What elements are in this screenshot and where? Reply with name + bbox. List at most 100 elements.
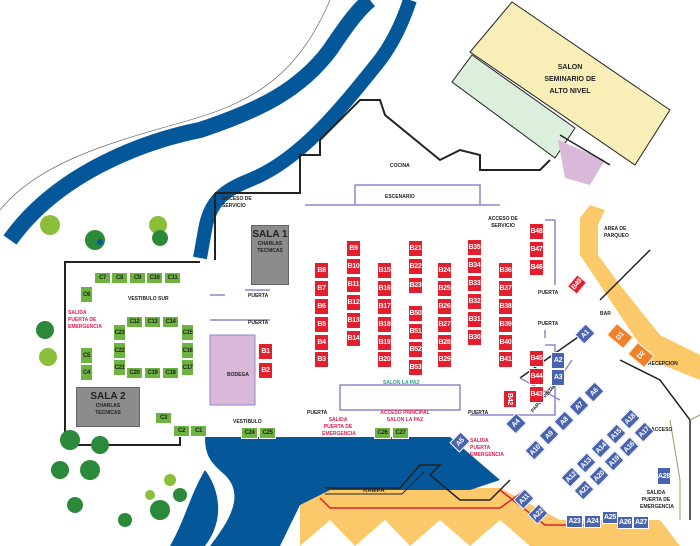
booth-c16[interactable]: C16 bbox=[181, 342, 194, 359]
booth-b15[interactable]: B15 bbox=[377, 262, 392, 279]
booth-c1[interactable]: C1 bbox=[190, 425, 207, 437]
booth-c6[interactable]: C6 bbox=[80, 286, 93, 303]
booth-b45[interactable]: B45 bbox=[529, 350, 544, 367]
booth-b7[interactable]: B7 bbox=[314, 280, 329, 297]
booth-c13[interactable]: C13 bbox=[144, 316, 161, 328]
booth-b13[interactable]: B13 bbox=[346, 312, 361, 329]
booth-b47[interactable]: B47 bbox=[529, 241, 544, 258]
booth-b38[interactable]: B38 bbox=[498, 298, 513, 315]
sala-1-room[interactable]: SALA 1 CHARLAS TECNICAS bbox=[251, 225, 289, 285]
booth-b24[interactable]: B24 bbox=[437, 262, 452, 279]
booth-b14[interactable]: B14 bbox=[346, 330, 361, 347]
booth-c11[interactable]: C11 bbox=[164, 272, 181, 284]
booth-b3[interactable]: B3 bbox=[314, 351, 329, 368]
puerta-label: PUERTA bbox=[248, 293, 269, 299]
booth-b32[interactable]: B32 bbox=[467, 293, 482, 310]
booth-c10[interactable]: C10 bbox=[146, 272, 163, 284]
booth-c5[interactable]: C5 bbox=[80, 347, 93, 364]
booth-b43[interactable]: B43 bbox=[529, 386, 544, 403]
booth-b22[interactable]: B22 bbox=[408, 258, 423, 275]
vestibulo-sur-label: VESTIBULO SUR bbox=[128, 296, 169, 302]
booth-b44[interactable]: B44 bbox=[529, 368, 544, 385]
booth-b2[interactable]: B2 bbox=[258, 362, 273, 379]
booth-b23[interactable]: B23 bbox=[408, 277, 423, 294]
booth-b27[interactable]: B27 bbox=[437, 316, 452, 333]
booth-c20[interactable]: C20 bbox=[126, 367, 143, 379]
booth-c18[interactable]: C18 bbox=[162, 367, 179, 379]
booth-b19[interactable]: B19 bbox=[377, 334, 392, 351]
booth-c8[interactable]: C8 bbox=[111, 272, 128, 284]
booth-b36[interactable]: B36 bbox=[498, 262, 513, 279]
booth-b28[interactable]: B28 bbox=[437, 334, 452, 351]
booth-b10[interactable]: B10 bbox=[346, 258, 361, 275]
booth-b37[interactable]: B37 bbox=[498, 280, 513, 297]
booth-c3[interactable]: C3 bbox=[155, 412, 172, 424]
booth-b30[interactable]: B30 bbox=[467, 329, 482, 346]
salida-emergencia-label: SALIDA PUERTA EMERGENCIA bbox=[470, 438, 504, 458]
sala-2-room[interactable]: SALA 2 CHARLAS TECNICAS bbox=[76, 387, 140, 427]
seminario-line-2: SEMINARIO DE bbox=[544, 76, 596, 83]
booth-b35[interactable]: B35 bbox=[467, 239, 482, 256]
booth-b48[interactable]: B48 bbox=[529, 223, 544, 240]
booth-b6[interactable]: B6 bbox=[314, 298, 329, 315]
booth-c7[interactable]: C7 bbox=[94, 272, 111, 284]
booth-c26[interactable]: C26 bbox=[374, 427, 391, 439]
booth-c21[interactable]: C21 bbox=[113, 359, 126, 376]
booth-b34[interactable]: B34 bbox=[467, 257, 482, 274]
cocina-label: COCINA bbox=[390, 163, 410, 169]
booth-c19[interactable]: C19 bbox=[144, 367, 161, 379]
booth-c22[interactable]: C22 bbox=[113, 342, 126, 359]
booth-c15[interactable]: C15 bbox=[181, 324, 194, 341]
booth-b18[interactable]: B18 bbox=[377, 316, 392, 333]
booth-b39[interactable]: B39 bbox=[498, 316, 513, 333]
booth-c12[interactable]: C12 bbox=[126, 316, 143, 328]
rampa-label: RAMPA bbox=[363, 488, 385, 494]
booth-c27[interactable]: C27 bbox=[392, 427, 409, 439]
booth-a2[interactable]: A2 bbox=[551, 352, 565, 369]
booth-b52[interactable]: B52 bbox=[408, 341, 423, 358]
booth-a28[interactable]: A28 bbox=[657, 467, 671, 485]
booth-b46[interactable]: B46 bbox=[529, 259, 544, 276]
booth-b9[interactable]: B9 bbox=[346, 240, 361, 257]
booth-b12[interactable]: B12 bbox=[346, 294, 361, 311]
booth-b20[interactable]: B20 bbox=[377, 351, 392, 368]
bodega-label: BODEGA bbox=[227, 372, 249, 378]
booth-b53[interactable]: B53 bbox=[408, 359, 423, 376]
booth-b21[interactable]: B21 bbox=[408, 240, 423, 257]
booth-a23[interactable]: A23 bbox=[566, 515, 583, 528]
booth-a3[interactable]: A3 bbox=[551, 369, 565, 386]
booth-b26[interactable]: B26 bbox=[437, 298, 452, 315]
booth-a25[interactable]: A25 bbox=[602, 511, 618, 524]
booth-b40[interactable]: B40 bbox=[498, 334, 513, 351]
booth-b1[interactable]: B1 bbox=[258, 343, 273, 360]
booth-c9[interactable]: C9 bbox=[129, 272, 146, 284]
booth-b4[interactable]: B4 bbox=[314, 334, 329, 351]
booth-b50[interactable]: B50 bbox=[408, 305, 423, 322]
booth-c24[interactable]: C24 bbox=[241, 427, 258, 439]
booth-b11[interactable]: B11 bbox=[346, 276, 361, 293]
booth-b42[interactable]: B42 bbox=[503, 390, 517, 408]
booth-b25[interactable]: B25 bbox=[437, 280, 452, 297]
booth-b8[interactable]: B8 bbox=[314, 262, 329, 279]
booth-b17[interactable]: B17 bbox=[377, 298, 392, 315]
booth-c17[interactable]: C17 bbox=[181, 359, 194, 376]
booth-a27[interactable]: A27 bbox=[633, 516, 649, 529]
recepcion-label: RECEPCION bbox=[648, 361, 678, 367]
booth-b31[interactable]: B31 bbox=[467, 311, 482, 328]
booth-b33[interactable]: B33 bbox=[467, 275, 482, 292]
booth-c14[interactable]: C14 bbox=[162, 316, 179, 328]
vestibulo-label: VESTIBULO bbox=[233, 419, 262, 425]
booth-b51[interactable]: B51 bbox=[408, 323, 423, 340]
booth-c25[interactable]: C25 bbox=[259, 427, 276, 439]
booth-a24[interactable]: A24 bbox=[584, 515, 601, 528]
booth-b29[interactable]: B29 bbox=[437, 351, 452, 368]
booth-b16[interactable]: B16 bbox=[377, 280, 392, 297]
booth-c2[interactable]: C2 bbox=[173, 425, 190, 437]
bar-label: BAR bbox=[600, 311, 611, 317]
booth-a26[interactable]: A26 bbox=[617, 516, 633, 529]
booth-c23[interactable]: C23 bbox=[113, 324, 126, 341]
booth-b5[interactable]: B5 bbox=[314, 316, 329, 333]
booth-c4[interactable]: C4 bbox=[80, 364, 93, 381]
booth-b41[interactable]: B41 bbox=[498, 351, 513, 368]
